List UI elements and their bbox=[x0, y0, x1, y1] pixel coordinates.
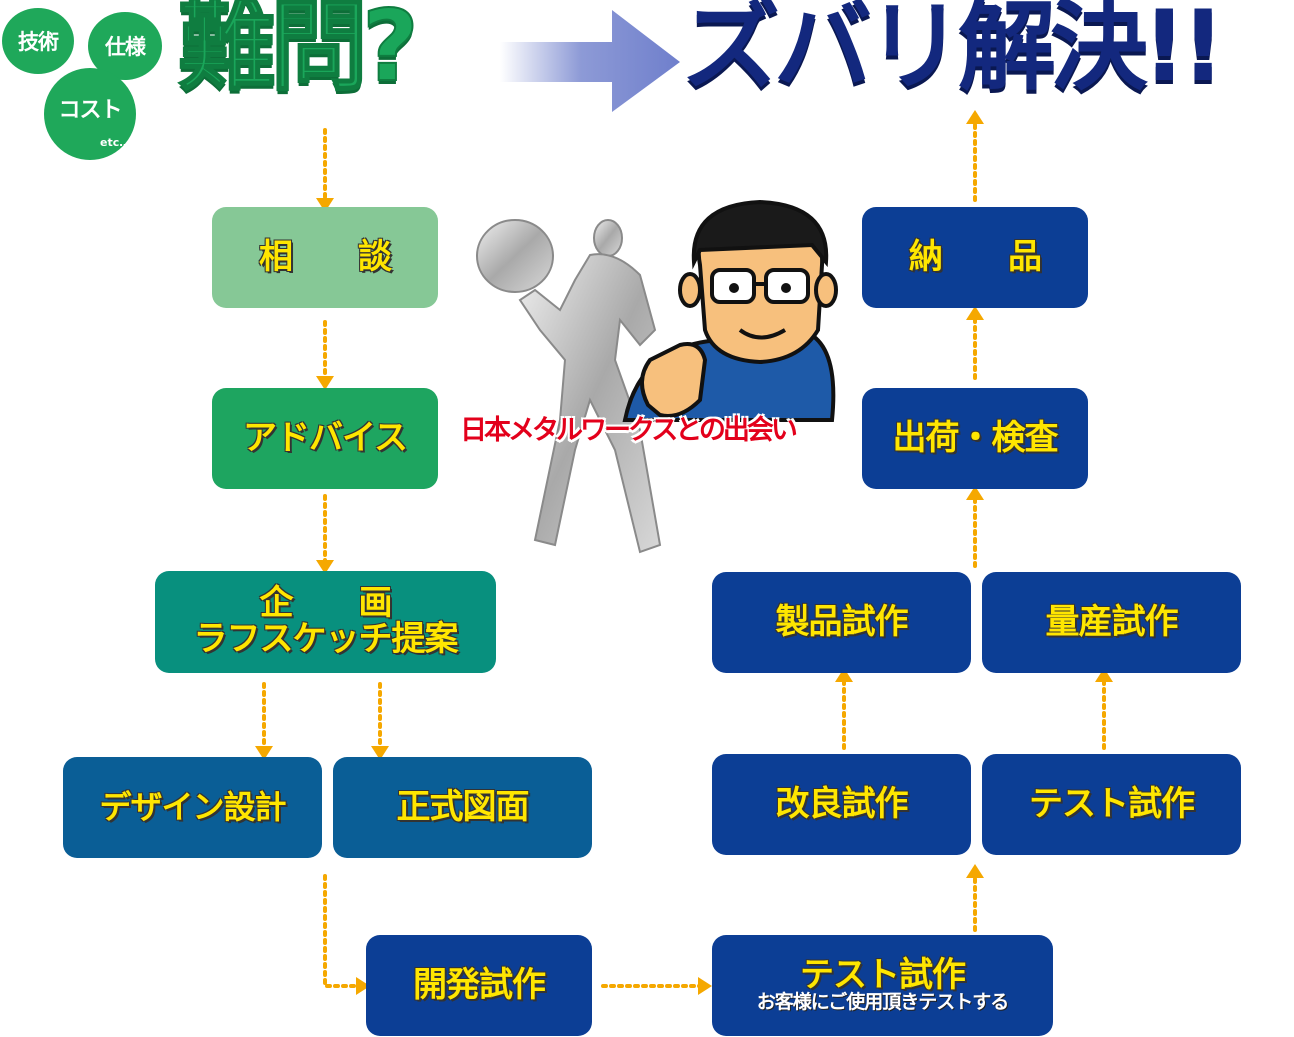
arrowhead-2 bbox=[316, 376, 334, 390]
bubble-spec-label: 仕様 bbox=[105, 35, 146, 59]
header-arrow bbox=[500, 10, 680, 112]
arrowhead-9 bbox=[835, 668, 853, 682]
step-delivery: 納 品 bbox=[862, 207, 1088, 308]
arrowhead-13 bbox=[966, 110, 984, 124]
headline-problem: 難問? bbox=[177, 0, 420, 104]
step-improve-proto-label: 改良試作 bbox=[775, 783, 909, 824]
arrowhead-12 bbox=[966, 306, 984, 320]
step-drawing: 正式図面 bbox=[333, 757, 592, 858]
bubble-etc-label: etc‥ bbox=[100, 136, 127, 149]
step-design: デザイン設計 bbox=[63, 757, 322, 858]
step-test-proto: テスト試作 お客様にご使用頂きテストする bbox=[712, 935, 1053, 1036]
bubble-tech: 技術 bbox=[2, 8, 74, 74]
step-dev-proto-label: 開発試作 bbox=[413, 964, 546, 1005]
cartoon-man-illustration bbox=[622, 199, 838, 422]
step-product-proto-label: 製品試作 bbox=[775, 601, 909, 642]
arrowhead-6 bbox=[356, 977, 370, 995]
arrowhead-11 bbox=[966, 486, 984, 500]
arrowhead-3 bbox=[316, 560, 334, 574]
step-test-proto-2-label: テスト試作 bbox=[1029, 783, 1195, 824]
step-advice: アドバイス bbox=[212, 388, 438, 489]
step-plan-label-1: 企 画 bbox=[259, 583, 393, 624]
step-dev-proto: 開発試作 bbox=[366, 935, 592, 1036]
step-consult-label: 相 談 bbox=[259, 236, 392, 277]
arrowhead-1 bbox=[316, 198, 334, 212]
step-test-proto-2: テスト試作 bbox=[982, 754, 1241, 855]
step-delivery-label: 納 品 bbox=[909, 236, 1042, 277]
step-plan-label-2: ラフスケッチ提案 bbox=[193, 619, 459, 659]
bubble-cost: コスト bbox=[44, 68, 136, 160]
step-ship-inspect: 出荷・検査 bbox=[862, 388, 1088, 489]
step-ship-inspect-label: 出荷・検査 bbox=[892, 417, 1059, 458]
step-mass-proto-label: 量産試作 bbox=[1045, 601, 1179, 642]
metal-figure-illustration bbox=[476, 219, 662, 554]
arrowhead-5 bbox=[371, 746, 389, 760]
bubble-tech-label: 技術 bbox=[18, 30, 59, 54]
step-test-proto-sub: お客様にご使用頂きテストする bbox=[756, 991, 1010, 1014]
step-product-proto: 製品試作 bbox=[712, 572, 971, 673]
arrowhead-4 bbox=[255, 746, 273, 760]
step-drawing-label: 正式図面 bbox=[396, 786, 530, 827]
step-plan: 企 画 ラフスケッチ提案 bbox=[155, 571, 496, 673]
connector-6 bbox=[323, 874, 360, 988]
arrowhead-8 bbox=[966, 864, 984, 878]
step-mass-proto: 量産試作 bbox=[982, 572, 1241, 673]
arrowhead-10 bbox=[1095, 668, 1113, 682]
step-consult: 相 談 bbox=[212, 207, 438, 308]
arrowhead-7 bbox=[698, 977, 712, 995]
meeting-badge: 日本メタルワークスとの出会い bbox=[460, 415, 798, 446]
headline-solution: ズバリ解決!! bbox=[682, 0, 1225, 104]
step-test-proto-label: テスト試作 bbox=[800, 954, 966, 995]
step-advice-label: アドバイス bbox=[243, 417, 408, 458]
bubble-cost-label: コスト bbox=[58, 98, 122, 123]
step-improve-proto: 改良試作 bbox=[712, 754, 971, 855]
step-design-label: デザイン設計 bbox=[99, 787, 286, 826]
